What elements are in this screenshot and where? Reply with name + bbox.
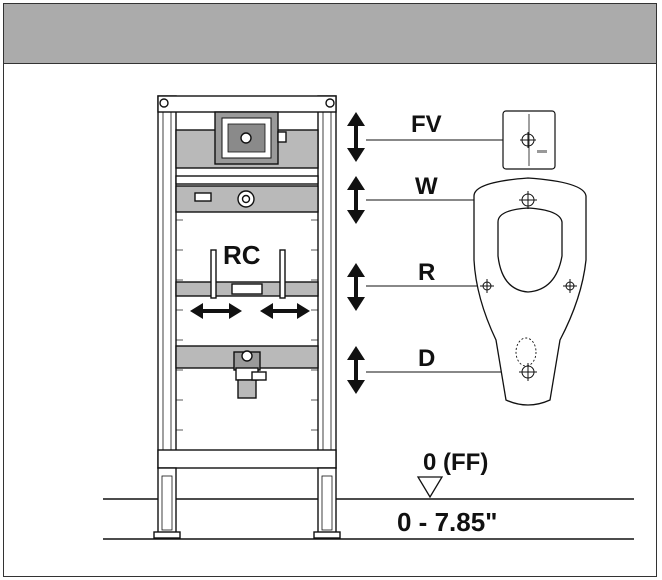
label-d: D — [418, 345, 435, 372]
label-floor-range: 0 - 7.85" — [397, 507, 498, 537]
installation-frame — [153, 95, 341, 539]
flush-plate — [502, 110, 556, 170]
height-adjust-arrows — [347, 112, 365, 394]
urinal — [473, 177, 587, 406]
label-rc: RC — [223, 240, 261, 270]
label-r: R — [418, 259, 435, 286]
header-bar — [4, 4, 656, 64]
floor-lines — [103, 498, 634, 540]
label-fv: FV — [411, 111, 442, 138]
floor-level-triangle — [416, 476, 444, 499]
label-floor-level: 0 (FF) — [423, 449, 488, 476]
rc-adjust-arrows — [190, 303, 310, 319]
label-w: W — [415, 173, 438, 200]
